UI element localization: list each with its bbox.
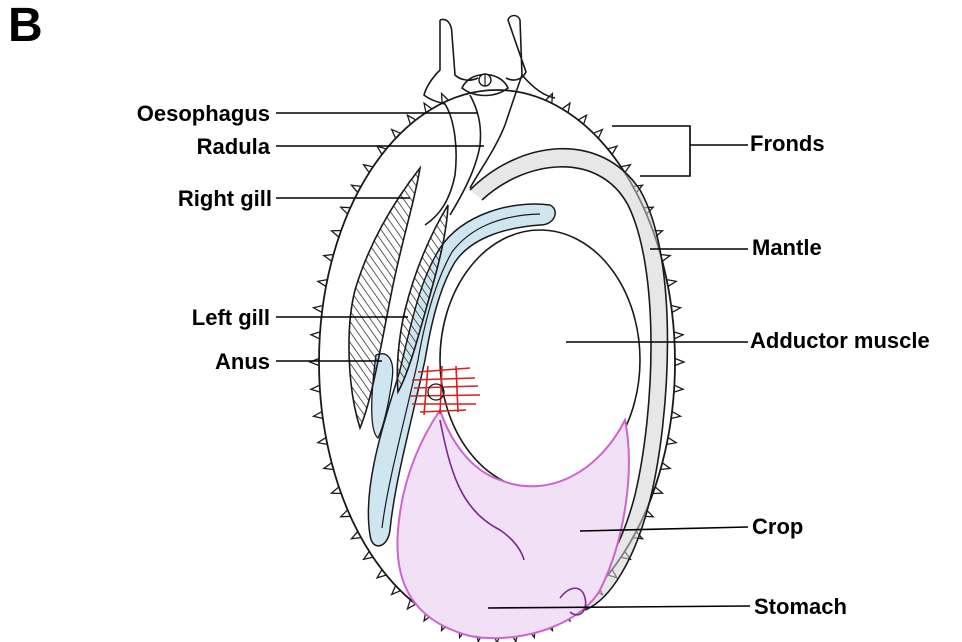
label-fronds: Fronds	[750, 131, 825, 156]
label-stomach: Stomach	[754, 594, 847, 619]
label-left-gill: Left gill	[192, 305, 270, 330]
frond-spike	[311, 385, 320, 392]
label-mantle: Mantle	[752, 235, 822, 260]
siphon-tube	[440, 16, 555, 99]
frond-spike	[674, 385, 683, 392]
label-right-gill: Right gill	[178, 186, 272, 211]
frond-spike	[674, 332, 683, 339]
label-oesophagus: Oesophagus	[137, 101, 270, 126]
frond-spike	[675, 359, 684, 366]
frond-spike	[310, 359, 319, 366]
label-radula: Radula	[197, 134, 271, 159]
label-anus: Anus	[215, 349, 270, 374]
label-crop: Crop	[752, 514, 803, 539]
frond-spike	[311, 332, 320, 339]
label-adductor-muscle: Adductor muscle	[750, 328, 930, 353]
